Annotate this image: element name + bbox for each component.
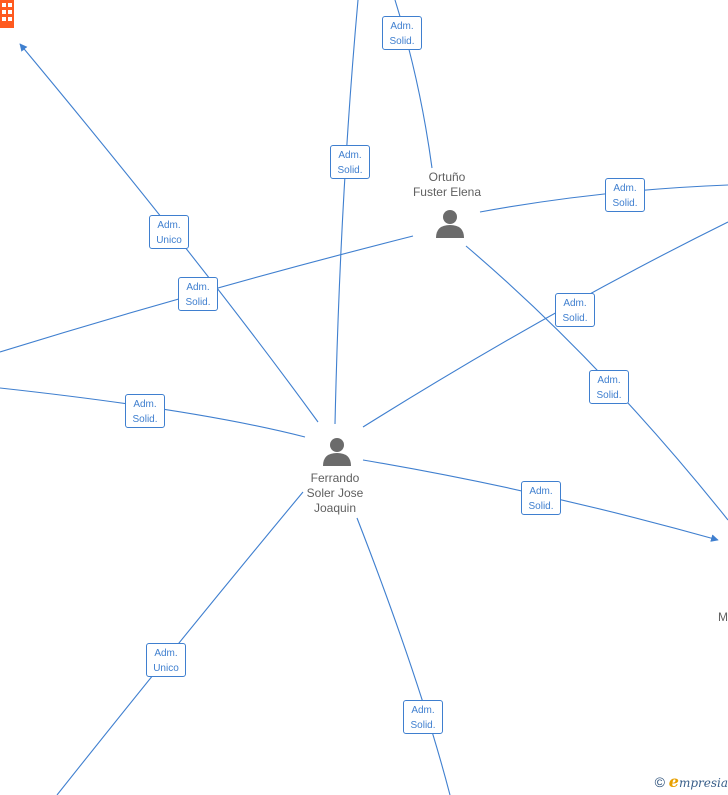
role-badge-line2: Unico [153,663,179,674]
role-badge-line1: Adm. [338,150,362,161]
role-badge-line1: Adm. [157,220,181,231]
edge-ferrando-top [334,0,359,425]
person-label-ferrando[interactable]: Ferrando Soler Jose Joaquin [280,471,390,516]
person-ortuno-line2: Fuster Elena [412,185,482,199]
edge-ortuno-right [479,184,728,213]
copyright-icon: © [654,774,665,790]
role-badge-line1: Adm. [390,21,414,32]
role-badge-line2: Unico [156,235,182,246]
edge-ferrando-bottom [356,517,451,795]
empresia-watermark: © empresia [655,772,728,791]
person-ferrando-line2: Soler Jose [306,486,364,500]
role-badge-line2: Solid. [389,36,415,47]
offscreen-node-label[interactable]: M [718,610,728,624]
role-badge-line1: Adm. [133,399,157,410]
role-badge-line1: Adm. [597,375,621,386]
role-badge-line2: Solid. [528,501,554,512]
role-badge[interactable]: Adm. Solid. [330,145,370,179]
role-badge[interactable]: Adm. Solid. [555,293,595,327]
role-badge-line2: Solid. [132,414,158,425]
person-ortuno-line1: Ortuño [428,170,466,184]
role-badge-line1: Adm. [613,183,637,194]
edge-ferrando-bottom-left [56,491,304,795]
role-badge-line2: Solid. [185,297,211,308]
role-badge[interactable]: Adm. Unico [146,643,186,677]
role-badge-line2: Solid. [410,720,436,731]
person-icon[interactable] [435,208,465,238]
role-badge-line2: Solid. [337,165,363,176]
role-badge[interactable]: Adm. Unico [149,215,189,249]
role-badge[interactable]: Adm. Solid. [521,481,561,515]
company-building-icon[interactable] [0,0,16,30]
role-badge[interactable]: Adm. Solid. [125,394,165,428]
brand-initial: e [668,772,679,791]
role-badge-line1: Adm. [186,282,210,293]
role-badge[interactable]: Adm. Solid. [403,700,443,734]
role-badge-line1: Adm. [529,486,553,497]
person-label-ortuno[interactable]: Ortuño Fuster Elena [392,170,502,200]
edge-ferrando-right-up [362,221,728,428]
role-badge-line2: Solid. [612,198,638,209]
role-badge-line2: Solid. [562,313,588,324]
edge-ferrando-left [0,387,306,438]
role-badge[interactable]: Adm. Solid. [605,178,645,212]
role-badge[interactable]: Adm. Solid. [178,277,218,311]
person-ferrando-line3: Joaquin [313,501,357,515]
role-badge[interactable]: Adm. Solid. [589,370,629,404]
role-badge-line1: Adm. [411,705,435,716]
role-badge-line1: Adm. [154,648,178,659]
role-badge[interactable]: Adm. Solid. [382,16,422,50]
brand-name: mpresia [678,776,728,790]
person-icon[interactable] [322,436,352,466]
role-badge-line1: Adm. [563,298,587,309]
role-badge-line2: Solid. [596,390,622,401]
person-ferrando-line1: Ferrando [310,471,360,485]
